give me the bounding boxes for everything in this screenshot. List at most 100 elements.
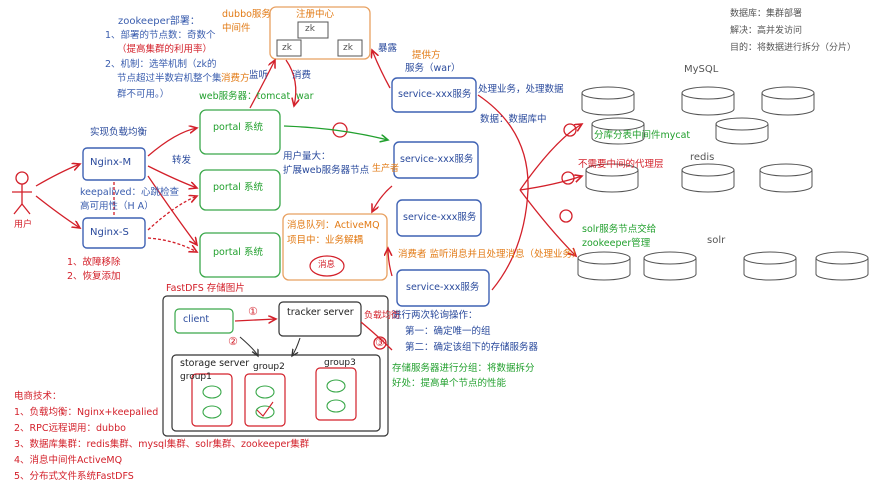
step-1-marker: ① — [248, 305, 258, 318]
tracker-box — [278, 301, 362, 337]
red-arrows — [35, 50, 582, 351]
group1-box — [191, 373, 233, 427]
group3-label: group3 — [324, 358, 356, 368]
group3-box — [315, 367, 357, 421]
portal-box-2 — [199, 169, 281, 211]
goal-note: 目的：将数据进行拆分（分片） — [730, 43, 857, 53]
group2-box — [244, 373, 286, 427]
nginx-m-label: Nginx-M — [90, 157, 132, 168]
tech-summary-item-2: 2、RPC远程调用：dubbo — [14, 423, 126, 434]
user-figure — [12, 171, 32, 215]
zk-node-top — [297, 21, 329, 39]
tech-summary-item-3: 3、数据库集群：redis集群、mysql集群、solr集群、zookeeper… — [14, 439, 310, 450]
step-2-marker: ② — [228, 335, 238, 348]
nginx-m-box — [82, 147, 146, 181]
load-balance-label: 实现负载均衡 — [90, 127, 148, 138]
fault-removal-label: 1、故障移除 — [67, 257, 121, 268]
keepalived-label-2: 高可用性（H A） — [80, 201, 154, 212]
client-box — [174, 308, 234, 334]
mycat-label: 分库分表中间件mycat — [594, 130, 691, 141]
service-box-2 — [393, 141, 479, 179]
mq-label-1: 消息队列：ActiveMQ — [287, 220, 380, 231]
poll-title: 进行两次轮询操作： — [392, 310, 478, 321]
service-box-4 — [396, 269, 490, 307]
fastdfs-label: FastDFS 存储图片 — [166, 283, 245, 294]
zk-label-right: zk — [343, 43, 353, 53]
nginx-s-label: Nginx-S — [90, 227, 129, 238]
group2-label: group2 — [253, 362, 285, 372]
handle-biz-label: 处理业务，处理数据 — [478, 84, 564, 95]
portal-label-2: portal 系统 — [213, 182, 263, 193]
group1-label: group1 — [180, 372, 212, 382]
service-label-1: service-xxx服务 — [398, 89, 472, 100]
zk-node-left — [276, 39, 302, 57]
storage-box — [171, 354, 381, 432]
service-war-label: 服务（war） — [405, 63, 461, 74]
redis-label: redis — [690, 152, 715, 163]
solr-label: solr — [707, 235, 726, 246]
zk-label-top: zk — [305, 24, 315, 34]
redis-cylinders — [585, 163, 813, 193]
zk-notes-line4: 节点超过半数宕机整个集 — [117, 73, 222, 84]
tech-summary-item-1: 1、负载均衡：Nginx+keepalied — [14, 407, 159, 418]
expose-label: 暴露 — [378, 43, 398, 54]
zk-notes-line5: 群不可用。） — [117, 89, 170, 100]
mysql-label: MySQL — [684, 64, 719, 75]
user-growth-label-2: 扩展web服务器节点 — [283, 165, 370, 176]
storage-note-2: 好处：提高单个节点的性能 — [392, 378, 507, 389]
user-label: 用户 — [14, 220, 33, 230]
db-cluster-note: 数据库：集群部署 — [730, 9, 803, 19]
no-middleware-label: 不需要中间的代理层 — [578, 159, 664, 170]
green-arrows — [283, 125, 388, 140]
step-3-marker: ③ — [375, 336, 385, 349]
group1-node-a — [202, 385, 222, 399]
group2-node-b — [255, 405, 275, 419]
portal-box-1 — [199, 109, 281, 155]
user-growth-label-1: 用户量大： — [283, 151, 331, 162]
tracker-label: tracker server — [287, 307, 354, 318]
poll-step-1: 第一：确定唯一的组 — [405, 326, 491, 337]
lb2-label: 负载均衡 — [364, 311, 401, 321]
consumer-label: 消费方 — [221, 73, 250, 84]
black-arrows — [239, 336, 301, 417]
zk-label-left: zk — [282, 43, 292, 53]
registry-box — [269, 6, 371, 60]
forward-label: 转发 — [172, 155, 192, 166]
middleware-label: 中间件 — [222, 23, 251, 34]
group1-node-b — [202, 405, 222, 419]
mq-message-oval — [309, 255, 345, 277]
consume-label: 消费 — [292, 70, 312, 81]
dubbo-label: dubbo服务 — [222, 9, 271, 20]
service-label-2: service-xxx服务 — [400, 154, 474, 165]
solve-note: 解决：高并发访问 — [730, 26, 803, 36]
monitor-label: 监听 — [249, 70, 269, 81]
solr-note-1: solr服务节点交给 — [582, 224, 657, 235]
service-box-1 — [391, 77, 477, 113]
tech-summary-item-5: 5、分布式文件系统FastDFS — [14, 471, 134, 482]
group2-node-a — [255, 385, 275, 399]
service-box-3 — [396, 199, 482, 237]
poll-step-2: 第二：确定该组下的存储服务器 — [405, 342, 539, 353]
service-label-3: service-xxx服务 — [403, 212, 477, 223]
zk-notes-line3: 2、机制：选举机制（zk的 — [105, 59, 217, 70]
zk-notes-line1: 1、部署的节点数：奇数个 — [105, 30, 216, 41]
solr-note-2: zookeeper管理 — [582, 238, 651, 249]
tech-summary-item-4: 4、消息中间件ActiveMQ — [14, 455, 123, 466]
portal-box-3 — [199, 232, 281, 278]
mysql-cylinders — [581, 86, 815, 145]
storage-note-1: 存储服务器进行分组：将数据拆分 — [392, 363, 535, 374]
zk-node-right — [337, 39, 363, 57]
portal-label-3: portal 系统 — [213, 247, 263, 258]
war-label: war — [296, 91, 314, 102]
consumer-note: 消费者 监听消息并且处理消息（处理业务） — [398, 249, 582, 260]
zk-notes-line2: （提高集群的利用率） — [117, 44, 213, 55]
provider-label: 提供方 — [412, 50, 441, 61]
zk-notes-title: zookeeper部署： — [118, 16, 200, 27]
group3-node-b — [326, 399, 346, 413]
service-label-4: service-xxx服务 — [406, 282, 480, 293]
producer-label: 生产者 — [372, 164, 400, 174]
keepalived-label-1: keepalived：心跳检查 — [80, 187, 179, 198]
storage-label: storage server — [180, 358, 250, 369]
web-server-label: web服务器：tomcat — [199, 91, 291, 102]
